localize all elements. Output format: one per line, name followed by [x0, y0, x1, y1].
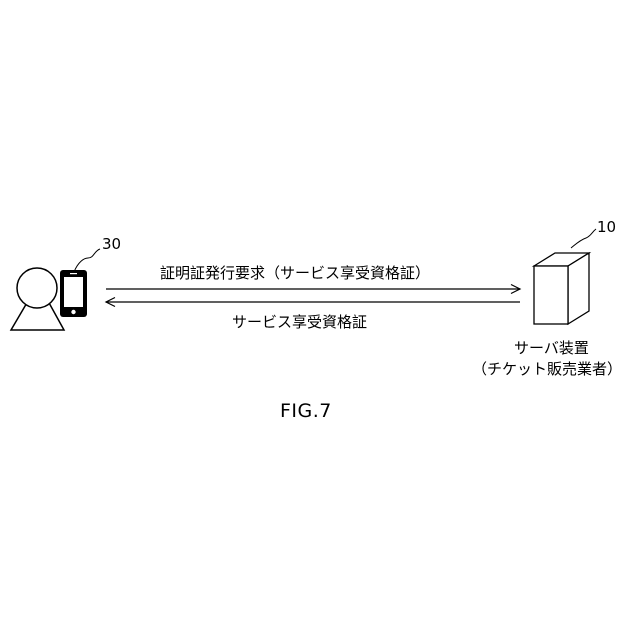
server-box-icon: [534, 253, 589, 324]
figure-caption: FIG.7: [280, 400, 332, 422]
server-name: サーバ装置: [514, 339, 589, 357]
person-icon: [11, 268, 64, 330]
response-label: サービス享受資格証: [232, 313, 367, 331]
server-operator: （チケット販売業者）: [472, 360, 622, 378]
request-label: 証明証発行要求（サービス享受資格証）: [160, 264, 430, 282]
ref-30-leader: [74, 249, 100, 272]
ref-10-leader: [571, 229, 596, 248]
smartphone-icon: [60, 270, 87, 317]
ref-number-10: 10: [597, 219, 616, 235]
response-arrow: [106, 298, 520, 307]
ref-number-30: 30: [102, 236, 121, 252]
request-arrow: [106, 285, 520, 294]
